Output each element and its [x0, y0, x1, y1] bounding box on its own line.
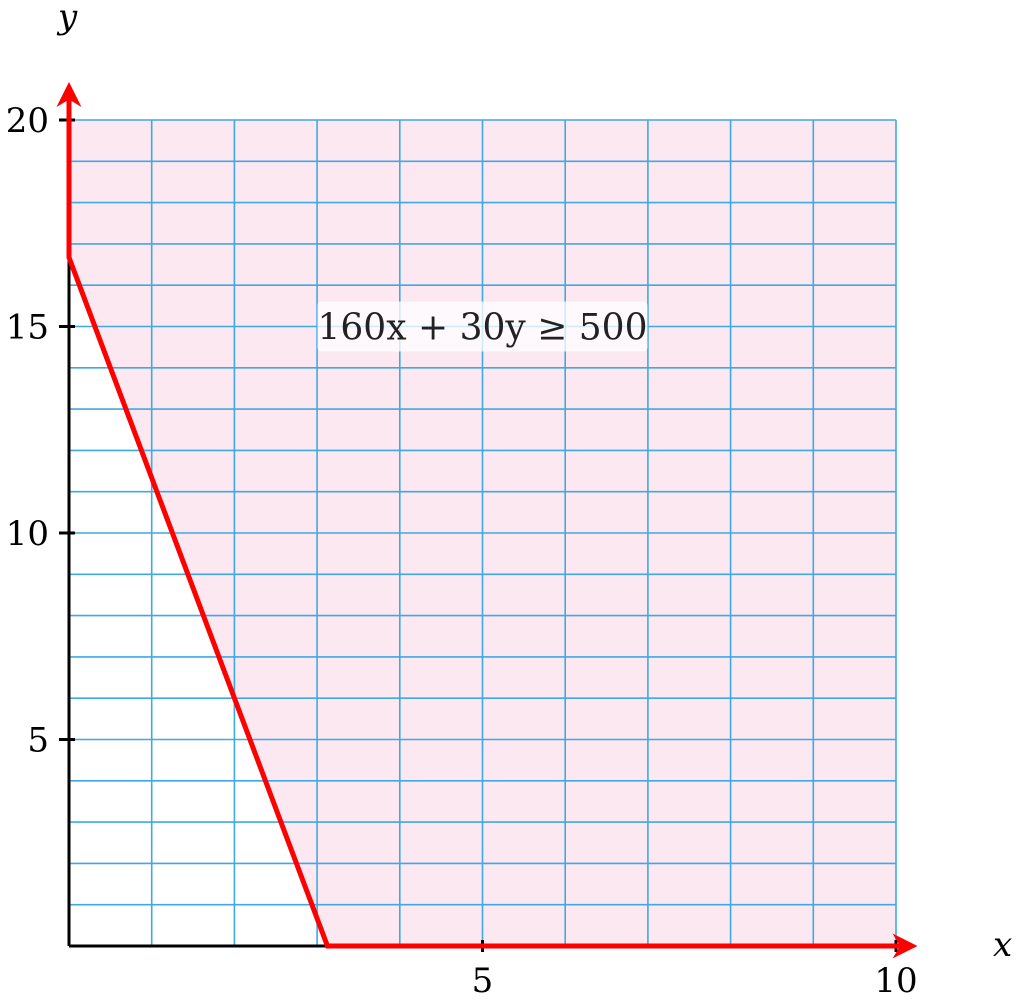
y-tick-label-15: 15 — [6, 308, 49, 348]
boundary-layer — [56, 81, 918, 959]
ticks-layer: 5 10 5 10 15 20 — [6, 101, 918, 1000]
inequality-label: 160x + 30y ≥ 500 — [318, 308, 648, 349]
x-axis-label: x — [993, 925, 1012, 965]
grid-layer — [69, 119, 897, 946]
y-tick-label-10: 10 — [6, 514, 49, 554]
inequality-annotation-background — [317, 301, 648, 352]
inequality-annotation: 160x + 30y ≥ 500 — [317, 301, 648, 352]
x-tick-label-5: 5 — [472, 961, 494, 1000]
y-tick-label-20: 20 — [6, 101, 49, 141]
y-axis-label: y — [56, 0, 78, 37]
x-tick-label-10: 10 — [874, 961, 917, 1000]
y-tick-label-5: 5 — [27, 721, 49, 761]
boundary-line — [56, 81, 918, 959]
